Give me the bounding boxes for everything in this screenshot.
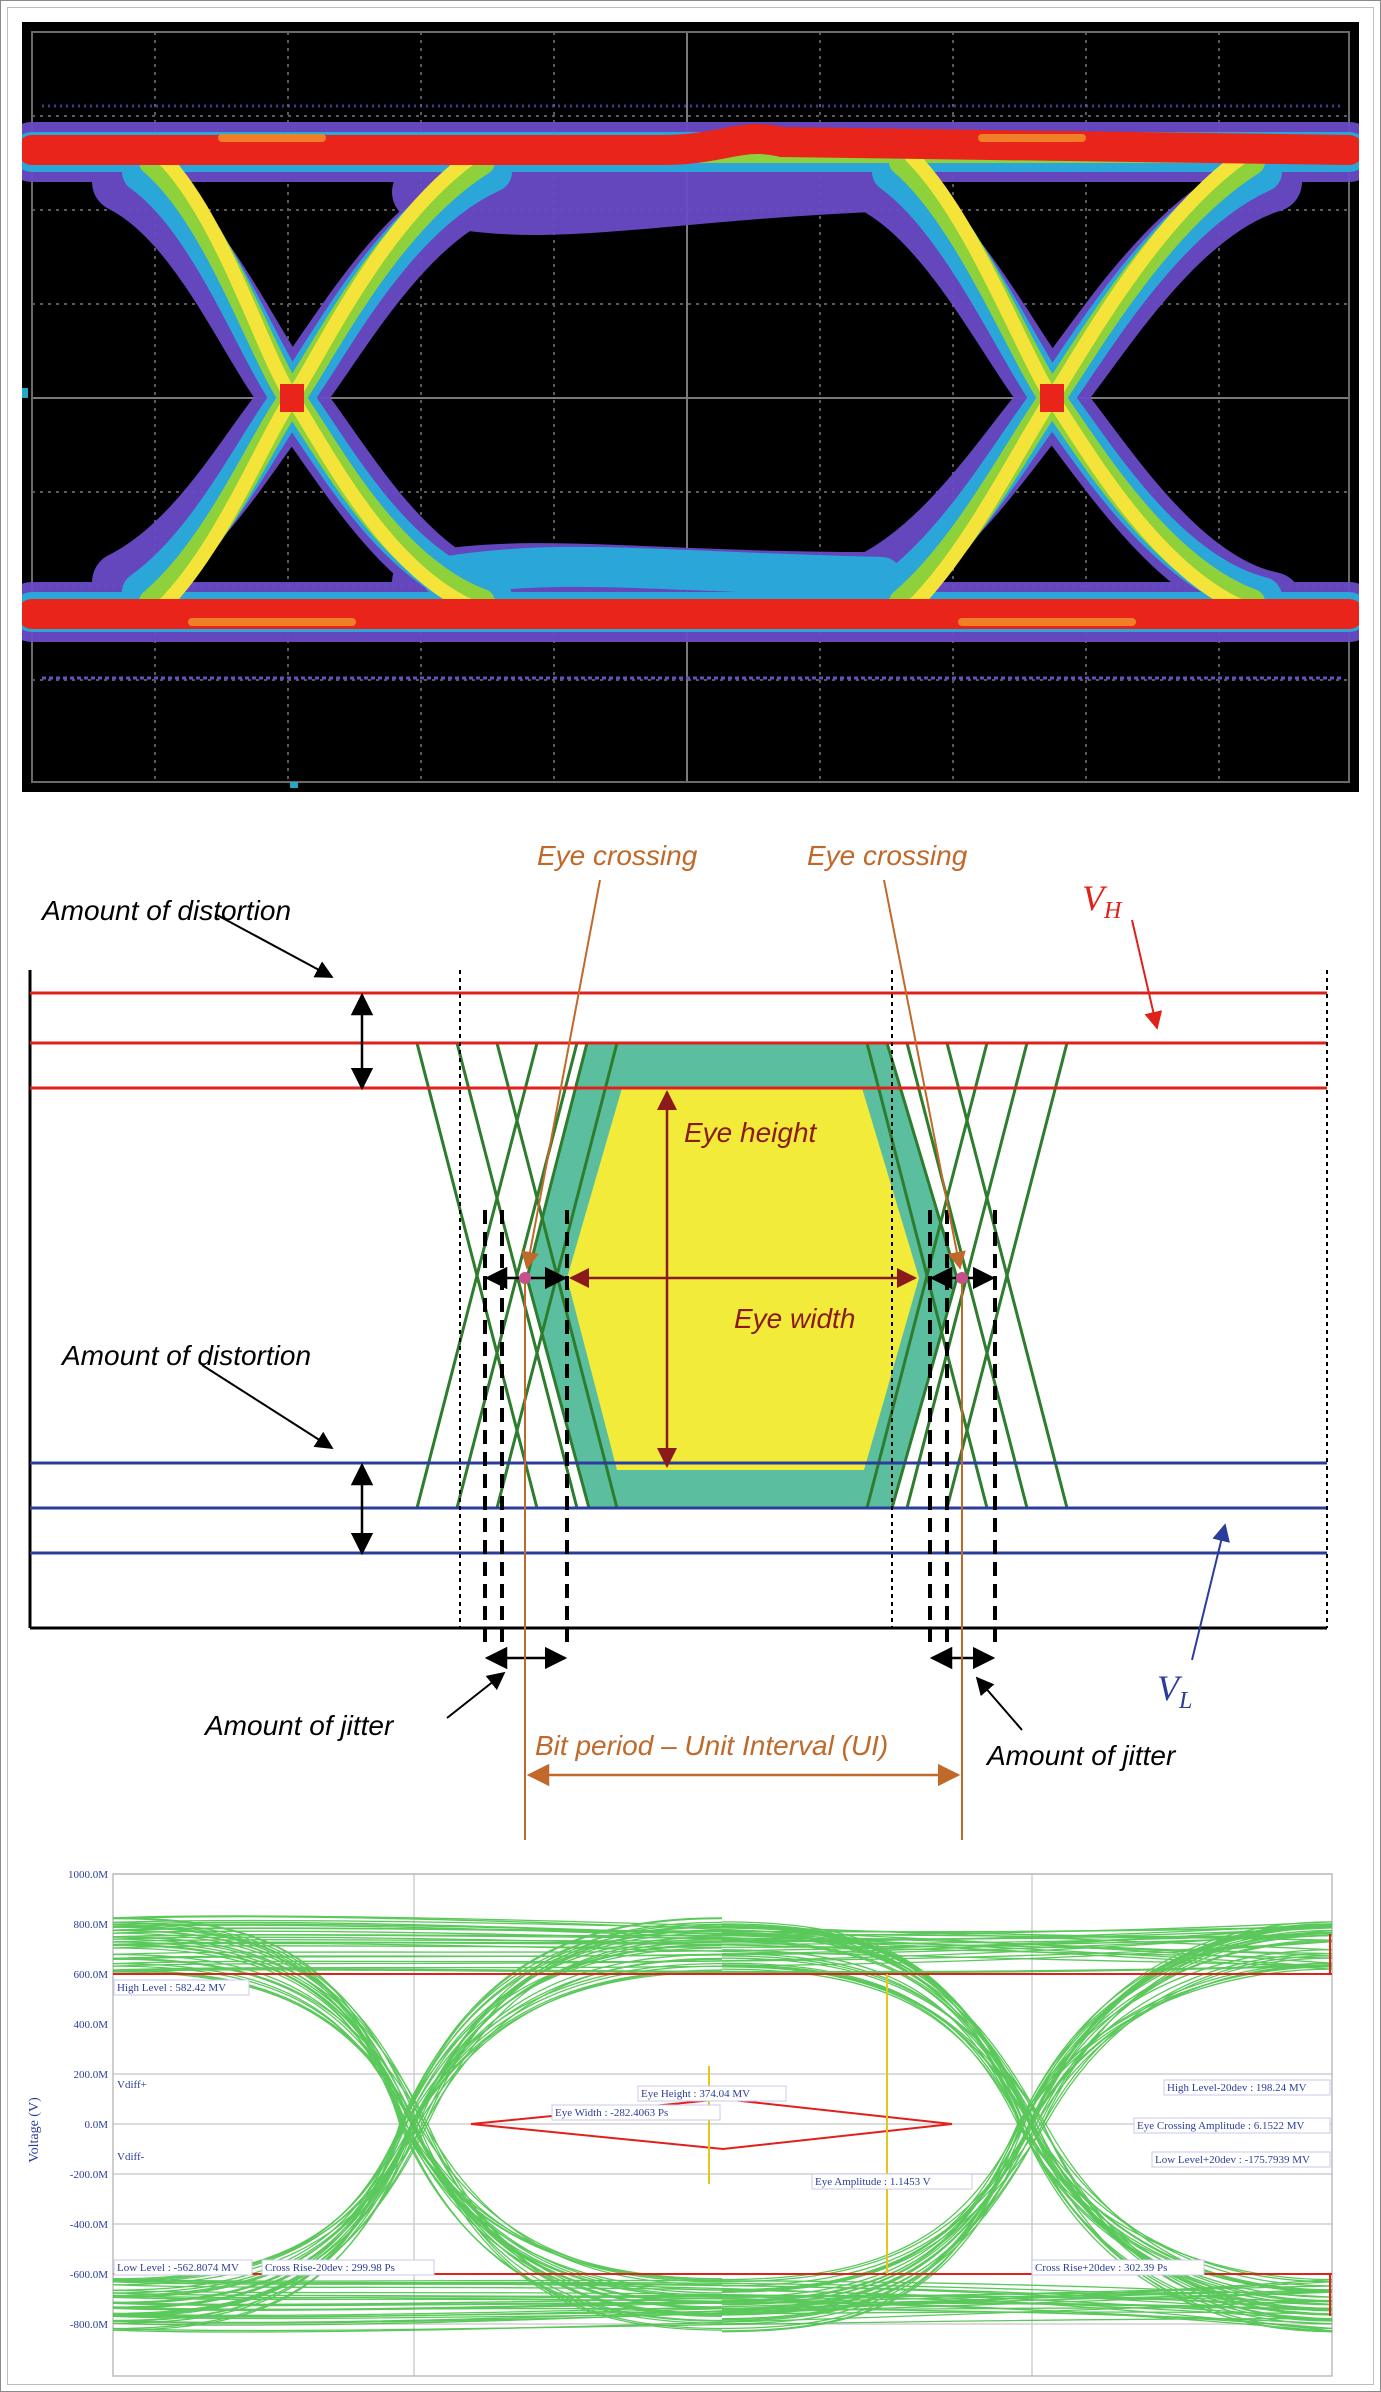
schematic-canvas: Amount of distortion Amount of distortio… [28, 840, 1328, 1840]
annotation-low-level-20dev: Low Level+20dev : -175.7939 MV [1155, 2154, 1310, 2166]
eye-trace [112, 2317, 1333, 2332]
eye-trace [112, 1936, 723, 2291]
eye-trace [112, 1933, 1333, 1940]
eye-crossing-pointer-right [883, 879, 966, 1270]
eye-trace [112, 1964, 1333, 1973]
label-distortion-bottom: Amount of distortion [60, 1340, 311, 1371]
y-tick-label: 400.0M [73, 2019, 108, 2031]
annotation-vdiff-minus: Vdiff- [117, 2151, 145, 2163]
eye-trace [112, 2299, 1333, 2333]
eye-plot-traces [112, 1915, 1333, 2333]
eye-plot-canvas: 1000.0M 800.0M 600.0M 400.0M 200.0M 0.0M -200.… [27, 1869, 1333, 2377]
eye-trace [112, 1924, 1333, 1970]
eye-trace [112, 1971, 723, 2304]
label-eye-width: Eye width [734, 1303, 855, 1334]
y-tick-label: 200.0M [73, 2069, 108, 2081]
annotation-high-level: High Level : 582.42 MV [117, 1982, 226, 1994]
y-tick-label: -400.0M [70, 2219, 108, 2231]
eye-trace [112, 1934, 1333, 1949]
eye-trace [112, 2289, 1333, 2322]
eye-trace [112, 1964, 1333, 1974]
jitter-right-pointer [975, 1676, 1023, 1731]
eye-crossing-pointer-left [521, 879, 601, 1270]
eye-trace [112, 2307, 1333, 2318]
y-axis-ticks: 1000.0M 800.0M 600.0M 400.0M 200.0M 0.0M -200.… [68, 1869, 108, 2331]
annotation-eye-amplitude: Eye Amplitude : 1.1453 V [815, 2176, 931, 2188]
y-tick-label: 0.0M [84, 2119, 108, 2131]
label-vh: VH [1082, 878, 1123, 924]
eye-trace [112, 2278, 1333, 2326]
distortion-top-pointer [216, 914, 334, 978]
label-eye-crossing-left: Eye crossing [537, 840, 698, 871]
distortion-bottom-pointer [201, 1364, 334, 1449]
eye-trace [721, 1966, 1333, 2293]
label-distortion-top: Amount of distortion [40, 895, 291, 926]
scope-border [31, 31, 1350, 783]
eye-trace [112, 1932, 1333, 1946]
eye-plot-border [112, 1873, 1333, 2377]
annotation-eye-width: Eye Width : -282.4063 Ps [555, 2107, 668, 2119]
label-jitter-left: Amount of jitter [203, 1710, 395, 1741]
vl-pointer [1191, 1523, 1230, 1661]
annotation-vdiff-plus: Vdiff+ [117, 2079, 147, 2091]
label-bit-period: Bit period – Unit Interval (UI) [535, 1730, 888, 1761]
eye-trace [112, 1916, 1333, 1964]
eye-trace [721, 1926, 1333, 2281]
scope-screen [22, 22, 1359, 792]
eye-trace [112, 1923, 723, 2322]
vh-pointer [1131, 919, 1163, 1030]
scope-noise-band [42, 104, 1342, 680]
jitter-left-pointer [446, 1671, 506, 1719]
eye-trace [112, 2279, 1333, 2306]
eye-trace [112, 2295, 1333, 2303]
eye-crossing-dot-right [956, 1272, 968, 1284]
label-eye-height: Eye height [684, 1117, 818, 1148]
scope-trigger-marker [22, 388, 28, 398]
schematic-axes [28, 970, 1327, 1630]
annotation-low-level: Low Level : -562.8074 MV [117, 2262, 239, 2274]
y-tick-label: -800.0M [70, 2319, 108, 2331]
low-level-lines [30, 1461, 1327, 1555]
annotation-eye-crossing-amplitude: Eye Crossing Amplitude : 6.1522 MV [1137, 2120, 1305, 2132]
eye-trace [721, 1957, 1333, 2293]
y-tick-label: 600.0M [73, 1969, 108, 1981]
eye-trace [721, 1932, 1333, 2306]
eye-trace [112, 2306, 1333, 2325]
measured-eye-plot: 1000.0M 800.0M 600.0M 400.0M 200.0M 0.0M -200.… [22, 1860, 1359, 2378]
y-tick-label: 800.0M [73, 1919, 108, 1931]
label-vl: VL [1157, 1668, 1192, 1714]
scope-time-marker [290, 782, 298, 788]
eye-trace [721, 1934, 1333, 2298]
eye-crossing-dot-left [519, 1272, 531, 1284]
eye-trace [112, 2284, 1333, 2321]
ui-boundaries [459, 970, 1328, 1628]
eye-trace [112, 1925, 723, 2318]
y-tick-label: -200.0M [70, 2169, 108, 2181]
oscilloscope-eye-diagram [22, 22, 1359, 792]
eye-trace [112, 2311, 1333, 2320]
eye-trace [112, 1938, 723, 2316]
eye-diagram-schematic: Amount of distortion Amount of distortio… [22, 820, 1359, 1850]
annotation-eye-height: Eye Height : 374.04 MV [641, 2088, 750, 2100]
eye-trace [112, 1969, 723, 2297]
eye-trace [112, 1970, 723, 2330]
eye-trace [112, 2301, 1333, 2311]
eye-trace [721, 1926, 1333, 2281]
y-axis-title: Voltage (V) [27, 2097, 42, 2163]
high-level-lines [30, 991, 1327, 1090]
y-tick-label: -600.0M [70, 2269, 108, 2281]
y-tick-label: 1000.0M [68, 1869, 108, 1881]
annotation-high-level-20dev: High Level-20dev : 198.24 MV [1167, 2082, 1307, 2094]
annotation-cross-rise-left: Cross Rise-20dev : 299.98 Ps [265, 2262, 395, 2274]
label-eye-crossing-right: Eye crossing [807, 840, 968, 871]
label-jitter-right: Amount of jitter [985, 1740, 1177, 1771]
scope-eye-traces [22, 122, 1359, 642]
eye-trace [721, 1933, 1333, 2322]
eye-trace [721, 1964, 1333, 2320]
annotation-cross-rise-right: Cross Rise+20dev : 302.39 Ps [1035, 2262, 1167, 2274]
